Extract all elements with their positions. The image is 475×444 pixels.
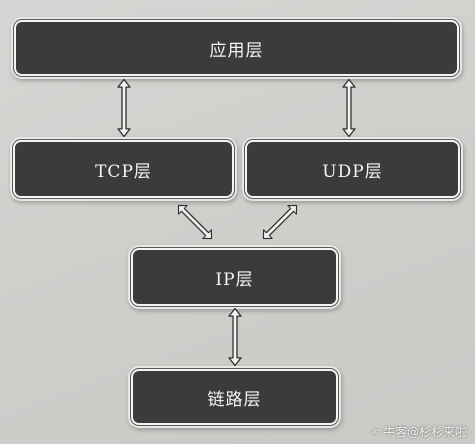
udp-layer-label: UDP层 <box>322 161 383 182</box>
udp-layer-box: UDP层 <box>247 142 458 196</box>
arrow-udp-ip <box>258 200 302 244</box>
nowcoder-logo-icon: ∞ <box>370 425 380 438</box>
link-layer-label: 链路层 <box>207 389 262 410</box>
tcp-layer-box: TCP层 <box>15 142 232 196</box>
arrow-ip-link <box>228 307 242 367</box>
application-layer-label: 应用层 <box>209 40 264 61</box>
application-layer-box: 应用层 <box>16 22 457 74</box>
arrow-app-tcp <box>117 78 131 138</box>
arrow-app-udp <box>342 78 356 138</box>
watermark: ∞ 牛客@杉杉来啦 <box>371 423 467 440</box>
tcp-layer-label: TCP层 <box>95 161 152 182</box>
ip-layer-box: IP层 <box>133 250 336 304</box>
link-layer-box: 链路层 <box>133 371 336 423</box>
watermark-text: 牛客@杉杉来啦 <box>382 425 467 439</box>
arrow-tcp-ip <box>173 200 217 244</box>
ip-layer-label: IP层 <box>215 269 254 290</box>
